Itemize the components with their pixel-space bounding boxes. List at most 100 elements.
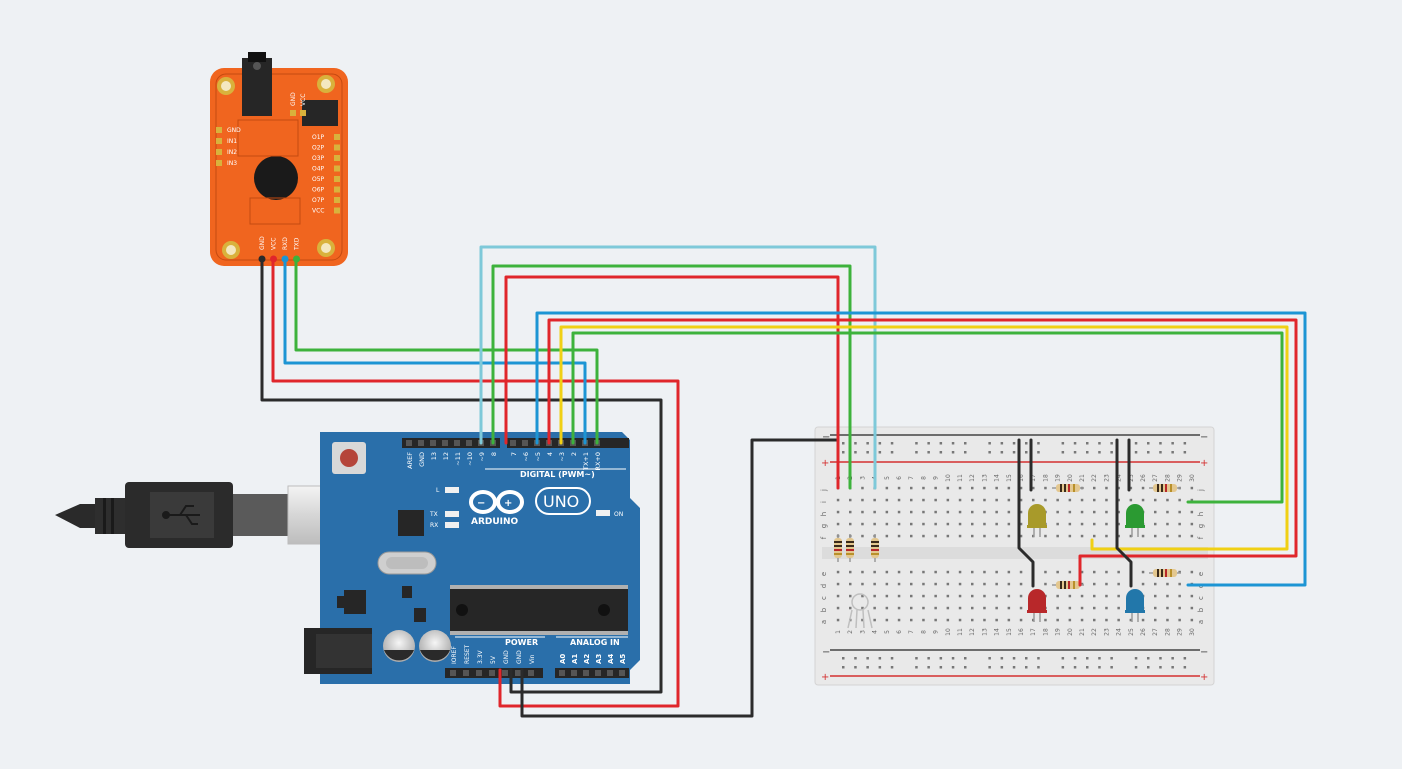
breadboard-hole[interactable] — [983, 618, 986, 622]
rail-hole[interactable] — [1000, 657, 1004, 660]
breadboard-hole[interactable] — [946, 582, 950, 586]
breadboard-hole[interactable] — [1190, 522, 1194, 526]
breadboard-hole[interactable] — [922, 594, 925, 598]
rail-hole[interactable] — [1147, 442, 1150, 445]
rail-hole[interactable] — [866, 442, 869, 445]
analog-pin-hole[interactable] — [619, 670, 625, 676]
breadboard-hole[interactable] — [1044, 618, 1047, 622]
resistor-4[interactable] — [1052, 484, 1084, 492]
breadboard-hole[interactable] — [885, 510, 889, 514]
rail-hole[interactable] — [1183, 666, 1187, 669]
module-right-pin[interactable] — [334, 155, 340, 161]
digital-pin-hole[interactable] — [418, 440, 424, 446]
module-right-pin[interactable] — [334, 176, 340, 182]
rail-hole[interactable] — [951, 442, 955, 445]
breadboard-hole[interactable] — [910, 522, 913, 526]
rail-hole[interactable] — [1073, 451, 1077, 454]
breadboard-hole[interactable] — [910, 510, 913, 514]
led-red[interactable] — [1027, 589, 1047, 622]
module-right-pin[interactable] — [334, 134, 340, 140]
breadboard-hole[interactable] — [897, 486, 901, 490]
module-top-pin[interactable] — [300, 110, 306, 116]
breadboard-hole[interactable] — [995, 570, 998, 574]
rail-hole[interactable] — [854, 657, 857, 660]
breadboard-hole[interactable] — [922, 606, 925, 610]
breadboard-hole[interactable] — [934, 606, 937, 610]
breadboard-hole[interactable] — [946, 522, 950, 526]
rail-hole[interactable] — [1147, 657, 1150, 660]
breadboard-hole[interactable] — [1093, 594, 1096, 598]
breadboard-hole[interactable] — [946, 594, 950, 598]
breadboard-hole[interactable] — [836, 510, 840, 514]
breadboard-hole[interactable] — [983, 510, 986, 514]
rail-hole[interactable] — [1073, 442, 1077, 445]
breadboard-hole[interactable] — [1019, 594, 1023, 598]
breadboard-hole[interactable] — [958, 582, 962, 586]
breadboard-hole[interactable] — [1044, 534, 1047, 538]
breadboard-hole[interactable] — [1166, 534, 1169, 538]
breadboard-hole[interactable] — [1044, 570, 1047, 574]
breadboard-hole[interactable] — [910, 570, 913, 574]
analog-pin-hole[interactable] — [607, 670, 613, 676]
breadboard-hole[interactable] — [897, 606, 901, 610]
breadboard-hole[interactable] — [1190, 510, 1194, 514]
resistor-6[interactable] — [1052, 581, 1084, 589]
breadboard-hole[interactable] — [971, 606, 974, 610]
breadboard-hole[interactable] — [1105, 534, 1108, 538]
breadboard-hole[interactable] — [1154, 618, 1157, 622]
breadboard-hole[interactable] — [1080, 582, 1084, 586]
rail-hole[interactable] — [1061, 657, 1065, 660]
breadboard-hole[interactable] — [1019, 534, 1023, 538]
breadboard-hole[interactable] — [1178, 498, 1181, 502]
breadboard-hole[interactable] — [1105, 606, 1108, 610]
breadboard-hole[interactable] — [1166, 510, 1169, 514]
breadboard-hole[interactable] — [885, 618, 889, 622]
breadboard-hole[interactable] — [1105, 486, 1108, 490]
breadboard-hole[interactable] — [934, 594, 937, 598]
breadboard-hole[interactable] — [1166, 606, 1169, 610]
resistor-3[interactable] — [871, 534, 879, 562]
breadboard-hole[interactable] — [861, 606, 864, 610]
breadboard-hole[interactable] — [1007, 534, 1011, 538]
rail-hole[interactable] — [1012, 666, 1016, 669]
breadboard-hole[interactable] — [873, 618, 876, 622]
breadboard-hole[interactable] — [861, 618, 864, 622]
analog-pin-hole[interactable] — [559, 670, 565, 676]
led-green[interactable] — [1125, 504, 1145, 537]
rail-hole[interactable] — [988, 666, 991, 669]
breadboard-hole[interactable] — [1068, 510, 1072, 514]
breadboard-hole[interactable] — [861, 570, 864, 574]
breadboard-hole[interactable] — [1105, 498, 1108, 502]
rail-hole[interactable] — [866, 666, 869, 669]
breadboard-hole[interactable] — [873, 570, 876, 574]
breadboard-hole[interactable] — [1105, 618, 1108, 622]
breadboard-hole[interactable] — [1117, 486, 1120, 490]
breadboard-hole[interactable] — [836, 582, 840, 586]
breadboard-hole[interactable] — [934, 486, 937, 490]
breadboard-hole[interactable] — [1178, 534, 1181, 538]
rail-hole[interactable] — [939, 442, 943, 445]
rail-hole[interactable] — [878, 451, 882, 454]
wire-module-txd[interactable] — [294, 258, 599, 445]
breadboard-hole[interactable] — [1141, 582, 1145, 586]
breadboard-hole[interactable] — [1019, 570, 1023, 574]
breadboard-hole[interactable] — [922, 618, 925, 622]
rail-hole[interactable] — [1000, 666, 1004, 669]
breadboard-hole[interactable] — [1166, 594, 1169, 598]
breadboard-hole[interactable] — [1178, 606, 1181, 610]
breadboard-hole[interactable] — [971, 570, 974, 574]
rail-hole[interactable] — [951, 657, 955, 660]
rail-hole[interactable] — [1098, 657, 1101, 660]
rail-hole[interactable] — [1037, 657, 1040, 660]
breadboard-hole[interactable] — [995, 534, 998, 538]
breadboard-hole[interactable] — [861, 486, 864, 490]
breadboard-hole[interactable] — [971, 594, 974, 598]
breadboard-hole[interactable] — [1117, 510, 1120, 514]
analog-pin-hole[interactable] — [595, 670, 601, 676]
breadboard-hole[interactable] — [1190, 534, 1194, 538]
breadboard-hole[interactable] — [1166, 582, 1169, 586]
rail-hole[interactable] — [1134, 451, 1138, 454]
breadboard-hole[interactable] — [861, 522, 864, 526]
rail-hole[interactable] — [1012, 451, 1016, 454]
breadboard-hole[interactable] — [958, 510, 962, 514]
